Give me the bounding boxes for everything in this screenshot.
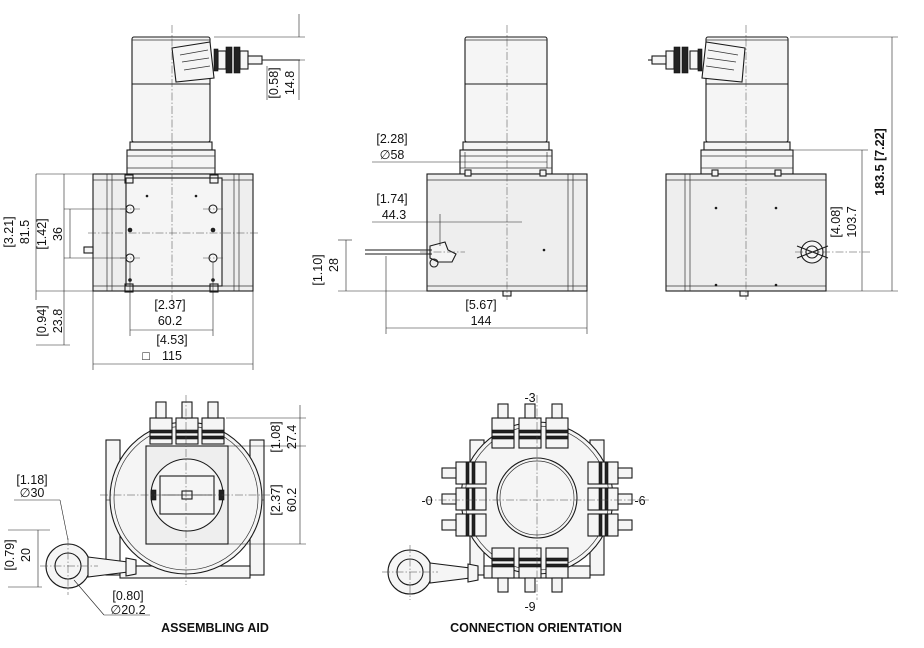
side-view-dimensions: [2.28] ∅58 [1.74] 44.3 [1.10] 28 [5.67] … [311,132,588,334]
assembling-span-inch: [2.37] [269,484,283,515]
orientation-connectors-bottom [491,547,569,593]
outlet-height-inch: [4.08] [829,206,843,237]
eye-diameter-inch: [0.80] [112,589,143,603]
housing-width-symbol: □ [142,349,150,363]
hole-vertical-mm: 36 [51,227,65,241]
total-length-mm: 144 [471,314,492,328]
cable-top-mm: 14.8 [283,71,297,95]
orientation-connectors-top [491,403,569,449]
caption-assembling-aid: ASSEMBLING AID [161,621,269,635]
front-view [83,25,300,300]
ring-diameter-inch: [1.18] [16,473,47,487]
ring-diameter-mm: ∅30 [20,486,45,500]
outlet-height-mm: 103.7 [845,206,859,237]
eye-diameter-mm: ∅20.2 [110,603,145,617]
front-view-dimensions: [0.58] 14.8 [3.21] 81.5 [1.42] 36 [0.94]… [2,14,305,370]
bottom-offset-mm: 23.8 [51,309,65,333]
hole-vertical-inch: [1.42] [35,218,49,249]
wire-height-inch: [1.10] [311,254,325,285]
wire-offset-inch: [1.74] [376,192,407,206]
assembling-top-inch: [1.08] [269,421,283,452]
hole-horizontal-mm: 60.2 [158,314,182,328]
assembling-span-mm: 60.2 [285,488,299,512]
orientation-connectors-left [441,461,487,537]
ring-height-mm: 20 [19,548,33,562]
housing-height-inch: [3.21] [2,216,16,247]
assembling-connectors [149,401,225,445]
housing-height-mm: 81.5 [18,220,32,244]
side-view [365,25,588,300]
total-height-label: 183.5 [7.22] [873,128,887,195]
orientation-label-top: -3 [524,391,535,405]
assembling-aid-view [40,395,275,595]
orientation-label-right: -6 [634,494,645,508]
connection-orientation-view [382,395,650,600]
cable-top-inch: [0.58] [267,67,281,98]
wire-height-mm: 28 [327,258,341,272]
orientation-connectors-right [587,461,633,537]
motor-diameter-mm: ∅58 [380,148,405,162]
caption-connection-orientation: CONNECTION ORIENTATION [450,621,622,635]
motor-diameter-inch: [2.28] [376,132,407,146]
total-length-inch: [5.67] [465,298,496,312]
housing-width-inch: [4.53] [156,333,187,347]
hole-horizontal-inch: [2.37] [154,298,185,312]
ring-height-inch: [0.79] [3,539,17,570]
wire-offset-mm: 44.3 [382,208,406,222]
bottom-offset-inch: [0.94] [35,305,49,336]
housing-width-mm: 115 [162,349,182,363]
rear-view-dimensions: 183.5 [7.22] [4.08] 103.7 [790,36,898,292]
rear-view [648,25,870,300]
assembling-top-mm: 27.4 [285,425,299,449]
orientation-label-bottom: -9 [524,600,535,614]
orientation-label-left: -0 [421,494,432,508]
assembling-aid-dimensions: [1.08] 27.4 [2.37] 60.2 [1.18] ∅30 [0.79… [3,405,306,617]
